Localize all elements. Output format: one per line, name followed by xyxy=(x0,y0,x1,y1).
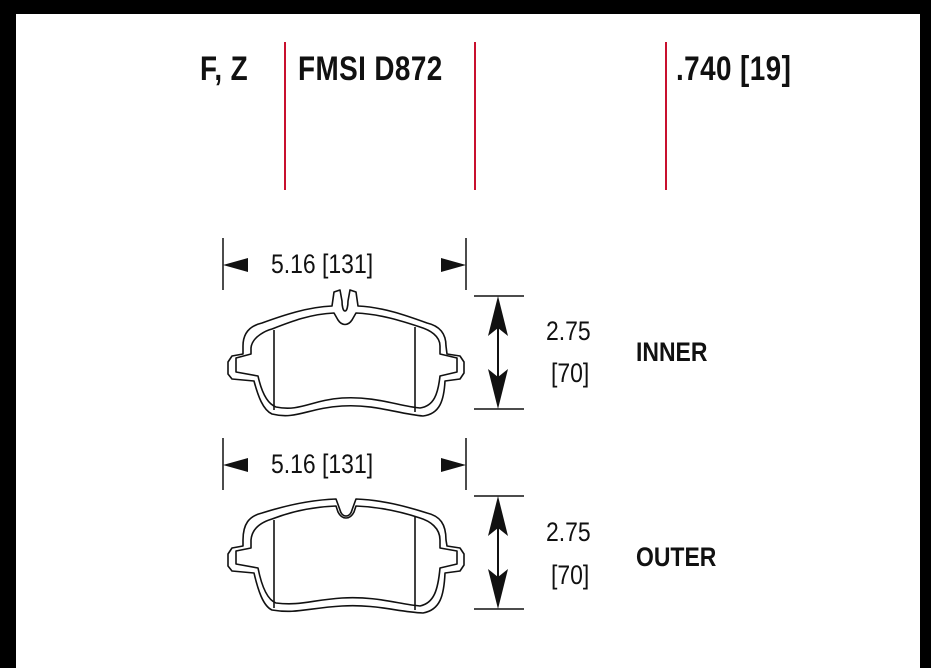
inner-width-dimension xyxy=(222,238,467,290)
separator-line xyxy=(474,42,476,190)
inner-height-mm: [70] xyxy=(551,358,590,388)
outer-width-label: 5.16 [131] xyxy=(271,449,374,479)
inner-pad-outline xyxy=(227,289,465,417)
outer-pad-label: OUTER xyxy=(636,542,717,572)
inner-height-inches: 2.75 xyxy=(546,316,591,346)
outer-height-mm: [70] xyxy=(551,560,590,590)
spec-frame xyxy=(16,14,920,668)
arrow-left xyxy=(223,458,248,472)
separator-line xyxy=(284,42,286,190)
arrow-right xyxy=(441,258,466,272)
arrow-down xyxy=(488,569,508,609)
arrow-right xyxy=(441,458,466,472)
inner-height-dimension xyxy=(474,295,524,410)
separator-line xyxy=(665,42,667,190)
outer-pad-outline xyxy=(227,498,465,614)
outer-height-dimension xyxy=(474,495,524,610)
inner-pad-label: INNER xyxy=(636,337,708,367)
inner-width-label: 5.16 [131] xyxy=(271,249,374,279)
thickness-spec: .740 [19] xyxy=(676,50,792,88)
outer-height-inches: 2.75 xyxy=(546,517,591,547)
arrow-left xyxy=(223,258,248,272)
fmsi-code: FMSI D872 xyxy=(298,50,443,88)
arrow-down xyxy=(488,369,508,409)
arrow-up xyxy=(488,296,508,336)
outer-width-dimension xyxy=(222,438,467,490)
position-codes: F, Z xyxy=(200,50,249,88)
arrow-up xyxy=(488,496,508,536)
